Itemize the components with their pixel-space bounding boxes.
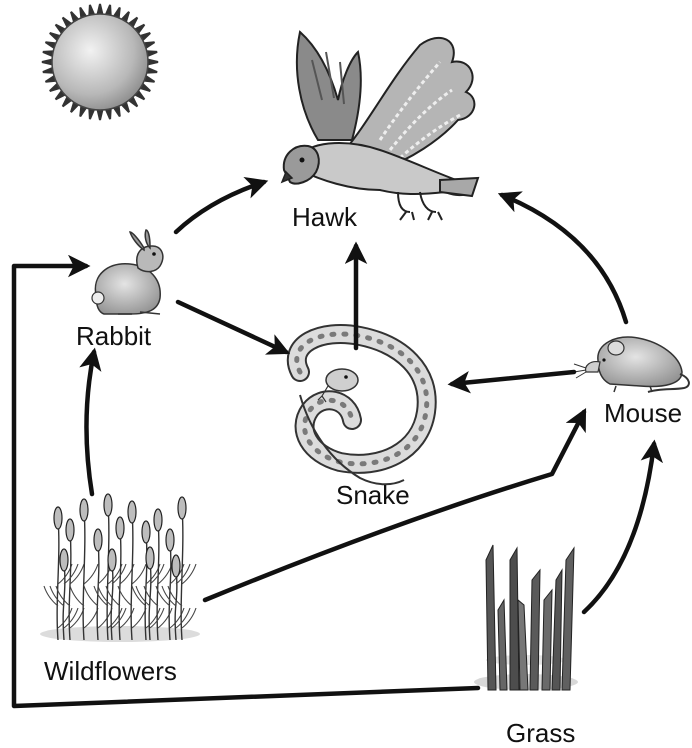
label-snake: Snake: [336, 480, 410, 510]
wildflowers-icon: [40, 494, 200, 642]
label-wildflowers: Wildflowers: [44, 656, 177, 686]
arrow-rabbit-to-snake: [178, 302, 286, 352]
label-hawk: Hawk: [292, 202, 358, 232]
arrow-rabbit-to-hawk: [176, 182, 264, 232]
label-mouse: Mouse: [604, 398, 682, 428]
label-grass: Grass: [506, 718, 575, 748]
arrow-wildflowers-to-rabbit: [86, 352, 94, 494]
arrow-grass-to-mouse: [584, 444, 654, 612]
label-rabbit: Rabbit: [76, 321, 152, 351]
snake-icon: [297, 334, 427, 484]
grass-icon: [474, 545, 578, 690]
hawk-icon: [282, 32, 478, 220]
mouse-icon: [574, 337, 689, 392]
rabbit-icon: [92, 230, 163, 314]
arrow-mouse-to-hawk: [502, 195, 626, 322]
arrow-mouse-to-snake: [452, 372, 574, 384]
sun-icon: [42, 4, 158, 120]
